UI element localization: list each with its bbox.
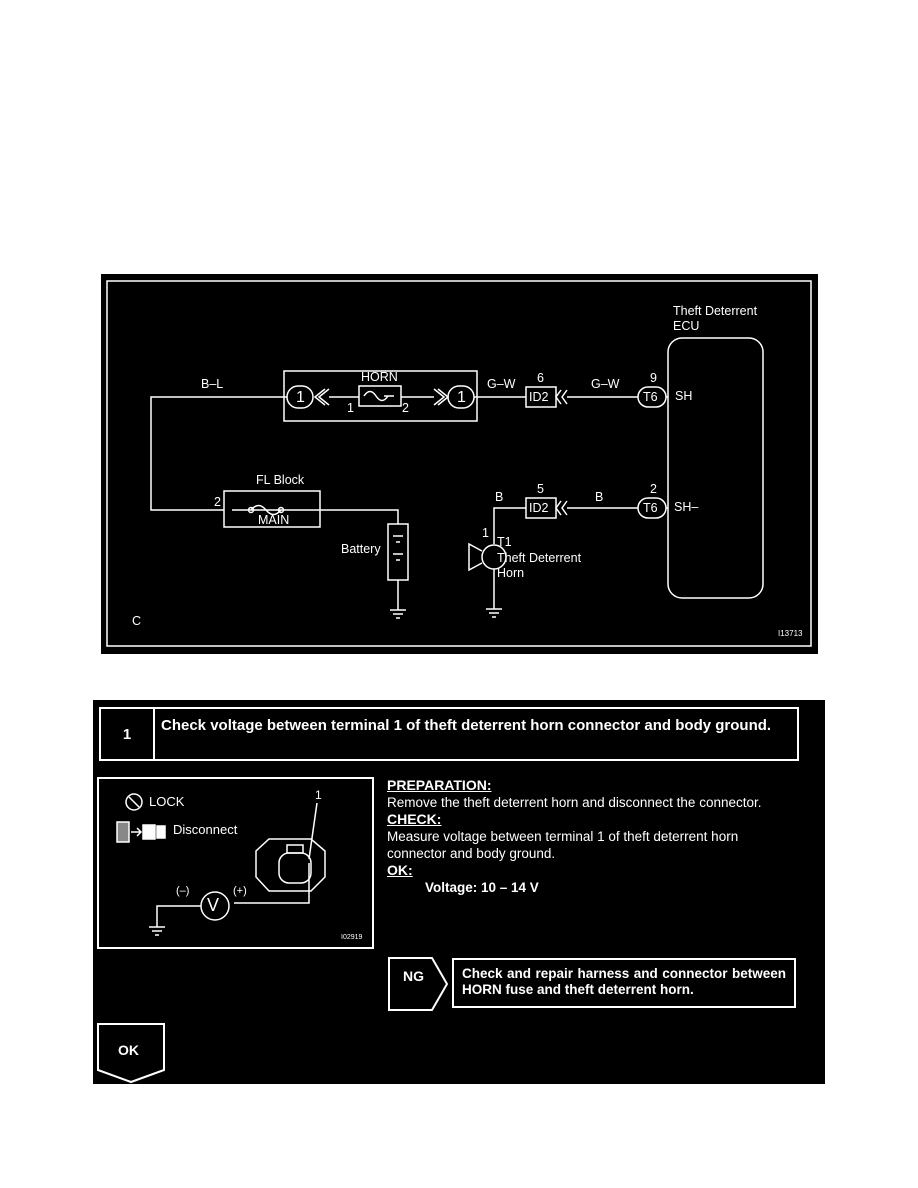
step-title: Check voltage between terminal 1 of thef… (161, 717, 772, 734)
horn-fuse-label: HORN (361, 370, 398, 384)
measurement-graphic (116, 793, 326, 936)
ok-label: OK (118, 1042, 139, 1058)
wire-label-gw1: G–W (487, 377, 516, 391)
wire-b1 (493, 507, 526, 544)
disconnect-label: Disconnect (173, 822, 238, 837)
fuse-pin-2: 2 (402, 401, 409, 415)
ng-label: NG (403, 968, 424, 984)
connector-1-left-label: 1 (296, 389, 303, 403)
corner-c: C (132, 614, 142, 628)
id2-bottom-label: ID2 (529, 501, 549, 515)
terminal-leader (308, 802, 318, 860)
ng-arrow (388, 957, 449, 1011)
id2-top-pin: 6 (537, 371, 544, 385)
battery-box (387, 523, 409, 581)
diagram-frame (106, 280, 812, 647)
voltmeter-label: V (207, 895, 220, 915)
terminal-sh-minus: SH– (674, 500, 699, 514)
diagram-figure-id: I13713 (778, 629, 803, 638)
ng-action: Check and repair harness and connector b… (452, 958, 796, 1008)
step-number: 1 (101, 709, 155, 759)
probe-wire-minus (149, 905, 201, 936)
connector-housing (255, 838, 326, 892)
check-text: Measure voltage between terminal 1 of th… (387, 829, 739, 861)
connector-1-right-label: 1 (457, 389, 464, 403)
fl-block-label: FL Block (256, 473, 305, 487)
wire-label-gw2: G–W (591, 377, 620, 391)
ecu-box (667, 337, 764, 599)
t6-bottom-pin: 2 (650, 482, 657, 496)
check-heading: CHECK: (387, 811, 442, 827)
connector-1-right-text: 1 (457, 389, 466, 406)
horn-ground (486, 569, 502, 618)
horn-code: T1 (497, 535, 512, 549)
lock-label: LOCK (149, 794, 185, 809)
wiring-diagram-graphic (106, 280, 812, 647)
ecu-title-1: Theft Deterrent (673, 304, 758, 318)
probe-wire-plus (234, 863, 310, 904)
battery-label: Battery (341, 542, 381, 556)
plus-label: (+) (233, 885, 247, 897)
step-header: 1 Check voltage between terminal 1 of th… (99, 707, 799, 761)
ok-heading: OK: (387, 862, 413, 878)
preparation-heading: PREPARATION: (387, 777, 492, 793)
horn-name-2: Horn (497, 566, 525, 580)
t6-top-label: T6 (643, 390, 658, 404)
ecu-title-2: ECU (673, 319, 700, 333)
fuse-pin-1: 1 (347, 401, 354, 415)
wire-label-b2: B (595, 490, 604, 504)
disconnect-icon (116, 821, 130, 843)
fuse-symbol (363, 390, 394, 402)
ok-arrow (97, 1023, 165, 1084)
lock-icon (125, 793, 143, 811)
chevron-left (313, 388, 330, 406)
measurement-illustration: LOCK Disconnect 1 (–) (+) V I02919 (97, 777, 374, 949)
ok-value: Voltage: 10 – 14 V (425, 880, 539, 895)
horn-pin: 1 (482, 526, 489, 540)
inset-figure-id: I02919 (341, 934, 363, 941)
minus-label: (–) (176, 885, 190, 897)
battery-ground (390, 580, 406, 619)
wire-label-bl: B–L (201, 377, 224, 391)
fl-block-box (223, 490, 321, 528)
wire-battery (320, 509, 399, 524)
wire-bl (150, 396, 287, 511)
procedure-panel: 1 Check voltage between terminal 1 of th… (93, 700, 825, 1084)
wire-label-b1: B (495, 490, 504, 504)
t6-top-pin: 9 (650, 371, 657, 385)
terminal-number: 1 (315, 788, 322, 802)
horn-connector-box (283, 370, 478, 422)
wiring-diagram: Theft Deterrent ECU B–L HORN 1 1 1 1 1 2… (101, 274, 818, 654)
fl-block-pin: 2 (214, 495, 221, 509)
terminal-sh: SH (675, 389, 693, 403)
main-fuse-label: MAIN (258, 513, 290, 527)
procedure-instructions: PREPARATION: Remove the theft deterrent … (387, 777, 797, 896)
id2-bottom-pin: 5 (537, 482, 544, 496)
preparation-text: Remove the theft deterrent horn and disc… (387, 795, 762, 810)
connector-1-left-text: 1 (296, 389, 305, 406)
id2-top-label: ID2 (529, 390, 549, 404)
chevron-right (433, 388, 450, 406)
horn-fuse-box (358, 385, 402, 407)
horn-name-1: Theft Deterrent (497, 551, 582, 565)
t6-bottom-label: T6 (643, 501, 658, 515)
